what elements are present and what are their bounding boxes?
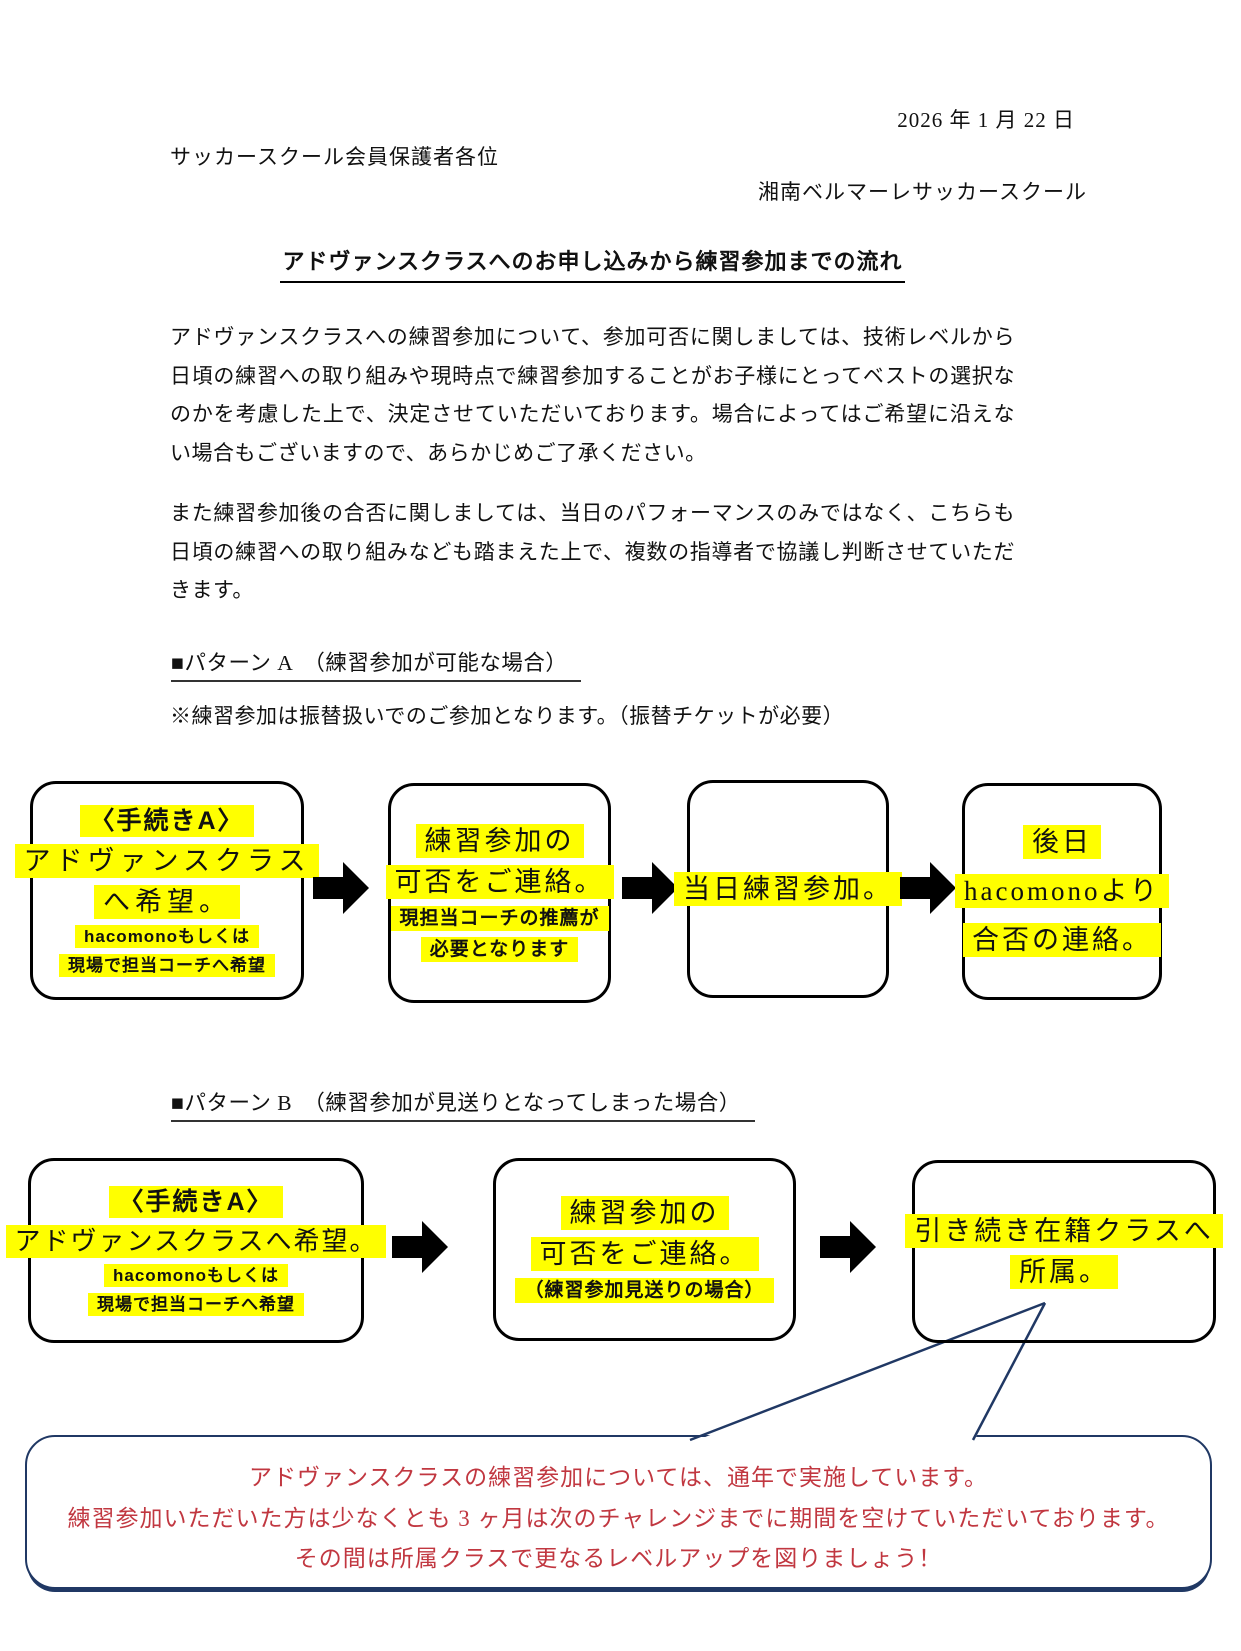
flow-b-step-3: 引き続き在籍クラスへ 所属。: [905, 1160, 1223, 1343]
flow-a-step-1-line-2: アドヴァンスクラス: [14, 844, 320, 879]
callout-tail: [689, 1301, 1047, 1443]
flow-a-step-4: 後日 hacomonoより 合否の連絡。: [955, 783, 1169, 1000]
flow-b-step-3-line-1: 引き続き在籍クラスへ: [905, 1213, 1223, 1248]
flow-a-step-2: 練習参加の 可否をご連絡。 現担当コーチの推薦が 必要となります: [385, 783, 614, 1003]
flow-arrow-icon: [900, 862, 956, 914]
flow-arrow-icon: [392, 1221, 448, 1273]
flow-arrow-icon: [622, 862, 678, 914]
flow-b-step-2-sub-1: （練習参加見送りの場合）: [515, 1277, 774, 1303]
flow-a-step-2-sub-1: 現担当コーチの推薦が: [390, 905, 609, 931]
flow-a-step-1-sub-1: hacomonoもしくは: [75, 924, 259, 948]
pattern-b-heading-text: ■パターン B （練習参加が見送りとなってしまった場合）: [171, 1086, 755, 1122]
intro-paragraph-2: また練習参加後の合否に関しましては、当日のパフォーマンスのみではなく、こちらも日…: [170, 501, 1015, 602]
flow-a-step-4-line-2: hacomonoより: [955, 874, 1169, 909]
callout-line-2: 練習参加いただいた方は少なくとも 3 ヶ月は次のチャレンジまでに期間を空けていた…: [67, 1505, 1170, 1531]
flow-b-step-2: 練習参加の 可否をご連絡。 （練習参加見送りの場合）: [493, 1158, 796, 1341]
flow-b-step-1-sub-2: 現場で担当コーチへ希望: [88, 1292, 304, 1316]
flow-a-step-3: 当日練習参加。: [674, 780, 902, 998]
pattern-a-heading-text: ■パターン A （練習参加が可能な場合）: [171, 646, 582, 682]
flow-b-step-1-line-2: アドヴァンスクラスへ希望。: [5, 1225, 387, 1259]
flow-b-step-2-line-1: 練習参加の: [560, 1195, 729, 1230]
flow-b-step-2-line-2: 可否をご連絡。: [530, 1236, 759, 1271]
recipient-line: サッカースクール会員保護者各位: [170, 145, 499, 169]
title-wrap: アドヴァンスクラスへのお申し込みから練習参加までの流れ: [170, 244, 1015, 283]
flow-a-step-2-sub-2: 必要となります: [420, 936, 579, 962]
flow-a-step-3-line-1: 当日練習参加。: [674, 871, 902, 906]
flow-a-step-1-line-1: 〈手続きA〉: [80, 804, 254, 837]
document-date: 2026 年 1 月 22 日: [897, 108, 1075, 132]
sender-line: 湘南ベルマーレサッカースクール: [758, 180, 1087, 204]
callout-box: アドヴァンスクラスの練習参加については、通年で実施しています。 練習参加いただい…: [25, 1435, 1212, 1589]
flow-a-step-1: 〈手続きA〉 アドヴァンスクラス へ希望。 hacomonoもしくは 現場で担当…: [14, 781, 320, 1000]
callout-text: アドヴァンスクラスの練習参加については、通年で実施しています。 練習参加いただい…: [27, 1458, 1210, 1580]
flow-b-step-1: 〈手続きA〉 アドヴァンスクラスへ希望。 hacomonoもしくは 現場で担当コ…: [5, 1158, 387, 1343]
flow-a-step-1-sub-2: 現場で担当コーチへ希望: [59, 953, 275, 977]
flow-b-step-3-line-2: 所属。: [1010, 1254, 1118, 1289]
flow-a-step-1-line-3: へ希望。: [94, 885, 240, 920]
callout-line-1: アドヴァンスクラスの練習参加については、通年で実施しています。: [249, 1465, 988, 1490]
flow-arrow-icon: [313, 862, 369, 914]
flow-a-step-4-line-1: 後日: [1023, 825, 1101, 860]
page-title: アドヴァンスクラスへのお申し込みから練習参加までの流れ: [280, 244, 905, 283]
flow-a-step-2-line-1: 練習参加の: [415, 823, 584, 858]
callout-line-3: その間は所属クラスで更なるレベルアップを図りましょう！: [294, 1546, 943, 1571]
pattern-b-heading: ■パターン B （練習参加が見送りとなってしまった場合）: [171, 1086, 755, 1122]
intro-paragraph-1: アドヴァンスクラスへの練習参加について、参加可否に関しましては、技術レベルから日…: [170, 325, 1015, 465]
flow-b-step-1-sub-1: hacomonoもしくは: [104, 1263, 288, 1287]
flow-b-step-1-line-1: 〈手続きA〉: [109, 1185, 283, 1218]
pattern-a-heading: ■パターン A （練習参加が可能な場合）: [171, 646, 582, 682]
flow-a-step-2-line-2: 可否をご連絡。: [385, 864, 614, 899]
flow-a-step-4-line-3: 合否の連絡。: [963, 922, 1161, 957]
pattern-a-note: ※練習参加は振替扱いでのご参加となります。（振替チケットが必要）: [170, 704, 845, 728]
flow-arrow-icon: [820, 1221, 876, 1273]
